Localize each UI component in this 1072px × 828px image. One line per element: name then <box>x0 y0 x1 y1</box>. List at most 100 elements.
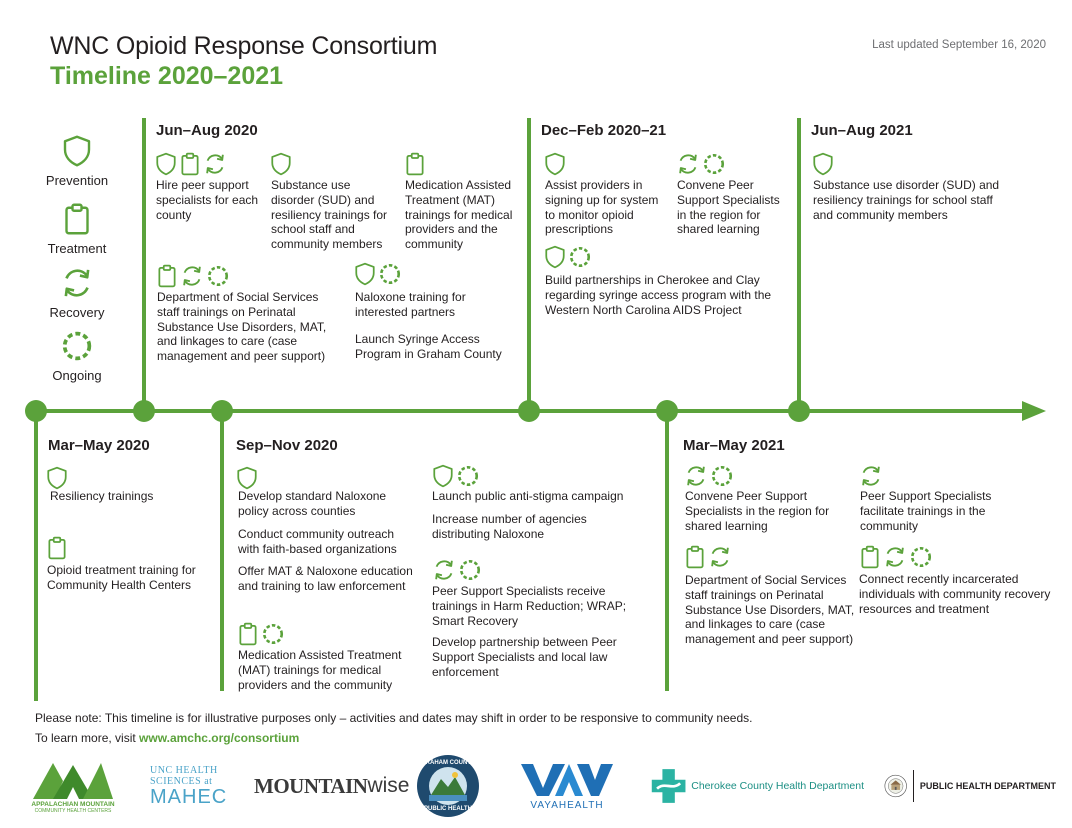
period-heading-jun-aug-2021: Jun–Aug 2021 <box>811 122 913 139</box>
mountainwise-light: wise <box>367 774 410 797</box>
dashed-circle-icon <box>909 545 933 569</box>
recycle-arrows-icon <box>676 152 700 176</box>
recycle-arrows-icon <box>883 545 907 569</box>
legend-label: Treatment <box>47 241 107 256</box>
legend-prevention: Prevention <box>37 134 117 188</box>
activity-text: Department of Social Services staff trai… <box>157 290 327 364</box>
clipboard-icon <box>46 536 68 560</box>
shield-icon <box>155 152 177 176</box>
activity-text: Convene Peer Support Specialists in the … <box>685 489 830 533</box>
shield-icon <box>812 152 834 176</box>
dashed-circle-icon <box>206 264 230 288</box>
timeline-node-jun-aug-2020 <box>133 400 155 422</box>
activity-icons <box>354 262 402 286</box>
recycle-arrows-icon <box>432 558 456 582</box>
period-heading-jun-aug-2020: Jun–Aug 2020 <box>156 122 258 139</box>
activity-icons <box>544 152 566 176</box>
shield-icon <box>270 152 292 176</box>
legend-ongoing: Ongoing <box>37 329 117 383</box>
activity-text: Conduct community outreach with faith-ba… <box>238 527 397 556</box>
shield-icon <box>432 464 454 488</box>
legend-recovery: Recovery <box>37 266 117 320</box>
timeline-node-dec-feb-2020-21 <box>518 400 540 422</box>
connector-jun-aug-2020 <box>142 118 146 411</box>
timeline-node-mar-may-2021 <box>656 400 678 422</box>
shield-icon <box>62 134 92 168</box>
recycle-arrows-icon <box>859 464 883 488</box>
cherokee-text: Cherokee County Health Department <box>691 780 864 792</box>
page-subtitle: Timeline 2020–2021 <box>50 62 284 90</box>
amchc-logo: APPALACHIAN MOUNTAIN COMMUNITY HEALTH CE… <box>28 756 118 816</box>
amchc-name: APPALACHIAN MOUNTAIN <box>31 800 115 808</box>
connector-dec-feb-2020-21 <box>527 118 531 411</box>
amchc-subname: COMMUNITY HEALTH CENTERS <box>34 807 112 814</box>
timeline-node-jun-aug-2021 <box>788 400 810 422</box>
connector-mar-may-2021 <box>665 411 669 691</box>
vaya-text: VAYAHEALTH <box>530 799 604 811</box>
activity-icons <box>270 152 292 176</box>
clipboard-icon <box>237 622 259 646</box>
mahec-line3: MAHEC <box>150 786 228 808</box>
recycle-arrows-icon <box>203 152 227 176</box>
timeline-node-start <box>25 400 47 422</box>
dashed-circle-icon <box>710 464 734 488</box>
activity-text: Naloxone training for interested partner… <box>355 290 466 319</box>
activity-icons <box>684 545 732 569</box>
timeline-node-sep-nov-2020 <box>211 400 233 422</box>
clipboard-icon <box>62 202 92 236</box>
graham-county-logo <box>414 755 482 817</box>
activity-icons <box>676 152 726 176</box>
consortium-link[interactable]: www.amchc.org/consortium <box>139 731 300 745</box>
timeline-arrowhead <box>1022 401 1046 421</box>
activity-text: Peer Support Specialists facilitate trai… <box>860 489 992 533</box>
recycle-arrows-icon <box>60 266 94 300</box>
activity-icons <box>859 545 933 569</box>
shield-icon <box>544 245 566 269</box>
clipboard-icon <box>179 152 201 176</box>
shield-icon <box>236 466 258 490</box>
dashed-circle-icon <box>458 558 482 582</box>
activity-text: Assist providers in signing up for syste… <box>545 178 659 237</box>
clipboard-icon <box>684 545 706 569</box>
shield-icon <box>544 152 566 176</box>
activity-text: Launch Syringe Access Program in Graham … <box>355 332 502 361</box>
activity-icons <box>684 464 734 488</box>
activity-icons <box>432 464 480 488</box>
activity-text: Build partnerships in Cherokee and Clay … <box>545 273 772 317</box>
activity-text: Increase number of agencies distributing… <box>432 512 587 541</box>
activity-text: Department of Social Services staff trai… <box>685 573 855 647</box>
activity-text: Develop standard Naloxone policy across … <box>238 489 387 518</box>
county-seal-icon <box>884 774 907 798</box>
period-heading-sep-nov-2020: Sep–Nov 2020 <box>236 437 338 454</box>
cherokee-county-logo: Cherokee County Health Department <box>650 756 864 816</box>
activity-icons <box>544 245 592 269</box>
connector-mar-may-2020 <box>34 411 38 701</box>
activity-text: Resiliency trainings <box>50 489 154 503</box>
clipboard-icon <box>156 264 178 288</box>
connector-jun-aug-2021 <box>797 118 801 411</box>
dashed-circle-icon <box>60 329 94 363</box>
activity-text: Medication Assisted Treatment (MAT) trai… <box>405 178 513 252</box>
activity-text: Develop partnership between Peer Support… <box>432 635 617 679</box>
last-updated: Last updated September 16, 2020 <box>872 39 1046 51</box>
activity-icons <box>432 558 482 582</box>
activity-icons <box>859 464 883 488</box>
activity-text: Launch public anti-stigma campaign <box>432 489 624 503</box>
activity-text: Substance use disorder (SUD) and resilie… <box>271 178 388 252</box>
mountain-logo-icon <box>33 762 113 799</box>
medical-cross-icon <box>651 769 686 803</box>
clipboard-icon <box>859 545 881 569</box>
activity-text: Offer MAT & Naloxone education and train… <box>238 564 413 593</box>
graham-bottom-label: PUBLIC HEALTH <box>424 806 472 812</box>
shield-icon <box>354 262 376 286</box>
legend-treatment: Treatment <box>37 202 117 256</box>
activity-text: Connect recently incarcerated individual… <box>859 572 1051 616</box>
activity-icons <box>404 152 426 176</box>
mountainwise-bold: MOUNTAIN <box>254 773 368 798</box>
period-heading-dec-feb-2020-21: Dec–Feb 2020–21 <box>541 122 667 139</box>
mahec-line2: SCIENCES at <box>150 776 213 787</box>
activity-icons <box>46 466 68 490</box>
dashed-circle-icon <box>261 622 285 646</box>
shield-icon <box>46 466 68 490</box>
